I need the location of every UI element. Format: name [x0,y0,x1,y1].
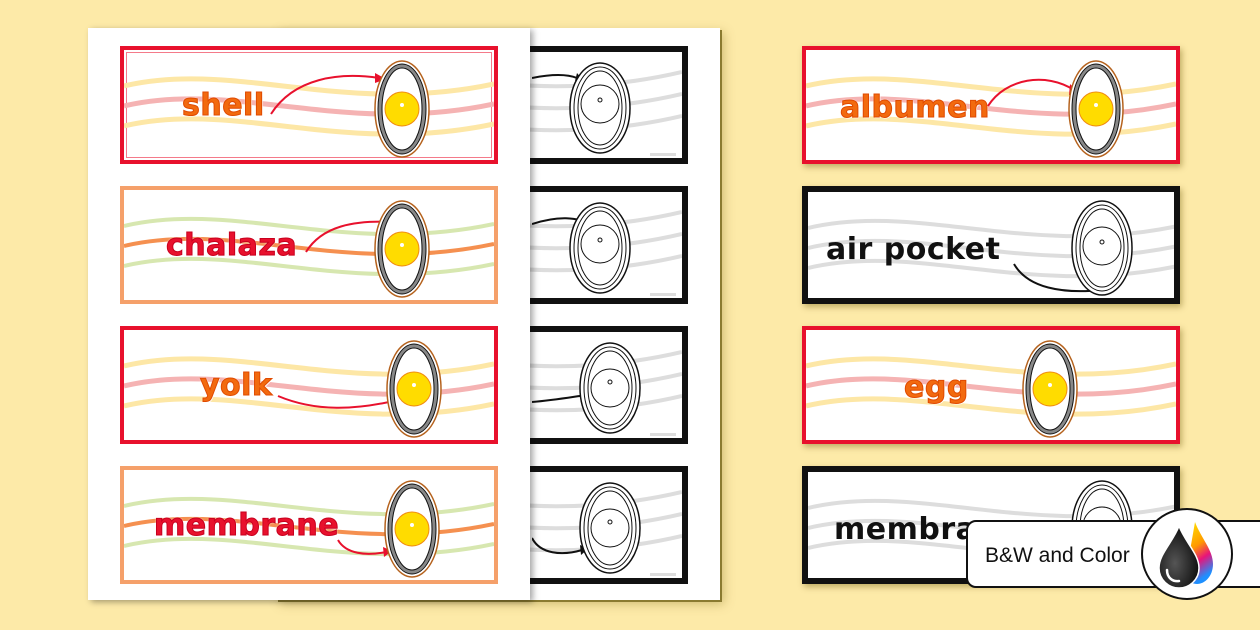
watermark [650,153,676,156]
right-card-air-pocket: air pocket [802,186,1180,304]
color-card-shell: shell [120,46,498,164]
egg-diagram-icon [384,480,440,578]
wave-lines [124,76,494,137]
wave-lines [124,216,494,277]
wave-lines [806,356,1176,417]
arrow-icon [270,73,386,115]
color-card-chalaza: chalaza [120,186,498,304]
card-word: air pocket [826,232,1001,267]
card-word: yolk [199,368,273,404]
card-word: shell [182,88,265,124]
ink-drops-icon [1141,508,1233,600]
egg-diagram-icon [374,200,430,298]
watermark [650,433,676,436]
color-worksheet-page: shell chalaza yolk membrane [88,28,530,600]
color-card-yolk: yolk [120,326,498,444]
card-word: chalaza [165,228,298,264]
egg-diagram-icon [569,62,631,154]
egg-diagram-icon [569,202,631,294]
watermark [650,293,676,296]
card-word: egg [904,370,969,406]
ink-drops-svg [1158,522,1213,589]
egg-diagram-icon [579,482,641,574]
color-card-membrane: membrane [120,466,498,584]
right-card-albumen: albumen [802,46,1180,164]
egg-diagram-icon [1068,60,1124,158]
badge-label: B&W and Color [985,544,1130,567]
egg-diagram-icon [1022,340,1078,438]
card-word: membrane [153,508,340,544]
egg-diagram-icon [374,60,430,158]
egg-diagram-icon [579,342,641,434]
card-word: albumen [840,90,990,126]
watermark [650,573,676,576]
egg-diagram-icon [1071,200,1133,296]
right-card-egg: egg [802,326,1180,444]
egg-diagram-icon [386,340,442,438]
